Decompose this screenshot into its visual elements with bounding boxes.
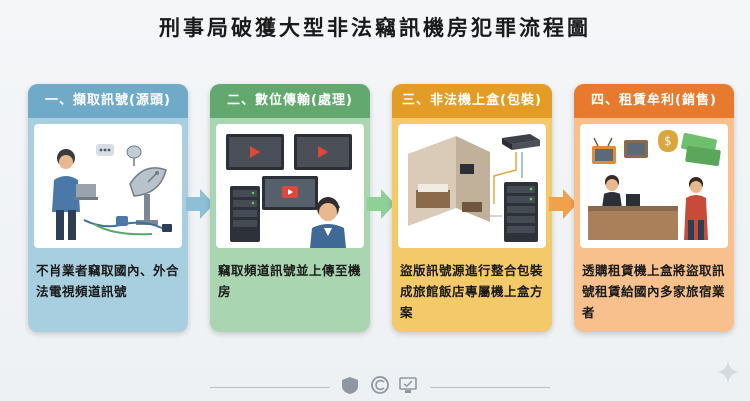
footer-line-left: [210, 387, 330, 388]
step-2-description: 竊取頻道訊號並上傳至機房: [218, 263, 362, 299]
set-top-box-icon: [502, 134, 540, 150]
step-3-description: 盜版訊號源進行整合包裝成旅館飯店專屬機上盒方案: [400, 263, 544, 320]
step-2-illustration: [216, 124, 364, 248]
money-icon: $: [658, 130, 721, 167]
svg-text:$: $: [664, 134, 672, 148]
step-3-header: 三、非法機上盒(包裝): [392, 84, 552, 118]
copyright-icon: [371, 376, 389, 394]
step-card-1: 一、擷取訊號(源頭): [28, 84, 188, 332]
monitor-icon: [226, 134, 352, 210]
flow-arrow-2: [367, 189, 395, 219]
shield-icon: [342, 377, 358, 394]
step-2-header: 二、數位傳輸(處理): [210, 84, 370, 118]
flow-arrow-1: [186, 189, 214, 219]
step-4-illustration: $: [580, 124, 728, 248]
footer-line-right: [430, 387, 550, 388]
step-1-illustration: [34, 124, 182, 248]
step-4-header: 四、租賃牟利(銷售): [574, 84, 734, 118]
server-icon: [230, 186, 260, 242]
step-card-2: 二、數位傳輸(處理): [210, 84, 370, 332]
sparkle-icon: [716, 360, 740, 384]
tv-icon: [592, 137, 648, 164]
step-3-illustration: [398, 124, 546, 248]
cable-plug-icon: [83, 216, 172, 236]
server-icon: [504, 182, 538, 242]
flow-arrow-3: [549, 189, 577, 219]
reception-desk-icon: [588, 175, 708, 240]
chat-bubble-icon: [96, 144, 114, 156]
footer-icons: [342, 376, 417, 394]
operator-headset-icon: [310, 197, 346, 248]
hotel-room-icon: [408, 136, 490, 226]
page-title: 刑事局破獲大型非法竊訊機房犯罪流程圖: [159, 15, 591, 40]
step-1-header: 一、擷取訊號(源頭): [28, 84, 188, 118]
step-card-4: 四、租賃牟利(銷售) $: [574, 84, 734, 332]
step-card-3: 三、非法機上盒(包裝): [392, 84, 552, 332]
step-4-description: 透購租賃機上盒將盜取訊號租賃給國內多家旅宿業者: [582, 263, 726, 320]
monitor-check-icon: [399, 377, 417, 393]
hacker-laptop-icon: [52, 149, 98, 240]
step-1-description: 不肖業者竊取國內、外合法電視頻道訊號: [36, 263, 180, 299]
satellite-dish-icon: [126, 145, 167, 225]
